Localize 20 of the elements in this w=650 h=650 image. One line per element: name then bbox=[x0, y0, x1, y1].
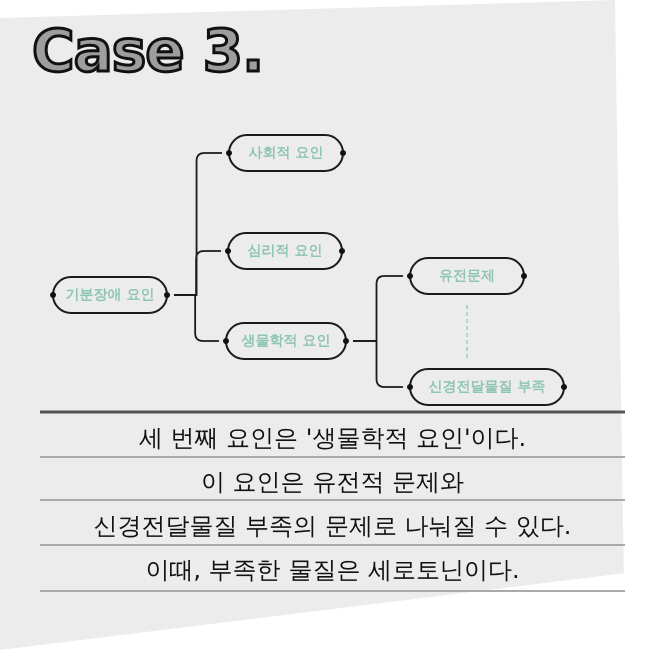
body-text: 세 번째 요인은 '생물학적 요인'이다. bbox=[138, 423, 528, 453]
title: Case 3. bbox=[32, 22, 264, 80]
body-text: 이 요인은 유전적 문제와 bbox=[200, 467, 465, 497]
connector bbox=[174, 294, 219, 342]
pill-node bbox=[228, 134, 344, 172]
node-label: 생물학적 요인 bbox=[242, 332, 330, 350]
node-label: 심리적 요인 bbox=[248, 242, 322, 260]
pill-node bbox=[227, 232, 343, 270]
node-label: 사회적 요인 bbox=[248, 144, 324, 162]
node-label: 유전문제 bbox=[439, 267, 495, 285]
body-text: 신경전달물질 부족의 문제로 나눠질 수 있다. bbox=[92, 511, 572, 541]
dashed-connector bbox=[466, 305, 468, 358]
pill-node bbox=[52, 276, 168, 314]
body-text: 이때, 부족한 물질은 세로토닌이다. bbox=[144, 555, 521, 585]
pill-node bbox=[225, 322, 347, 360]
pill-node bbox=[409, 257, 525, 295]
pill-node bbox=[409, 368, 565, 406]
node-label: 신경전달물질 부족 bbox=[428, 378, 546, 396]
connector bbox=[353, 340, 403, 388]
node-label: 기분장애 요인 bbox=[66, 286, 154, 304]
